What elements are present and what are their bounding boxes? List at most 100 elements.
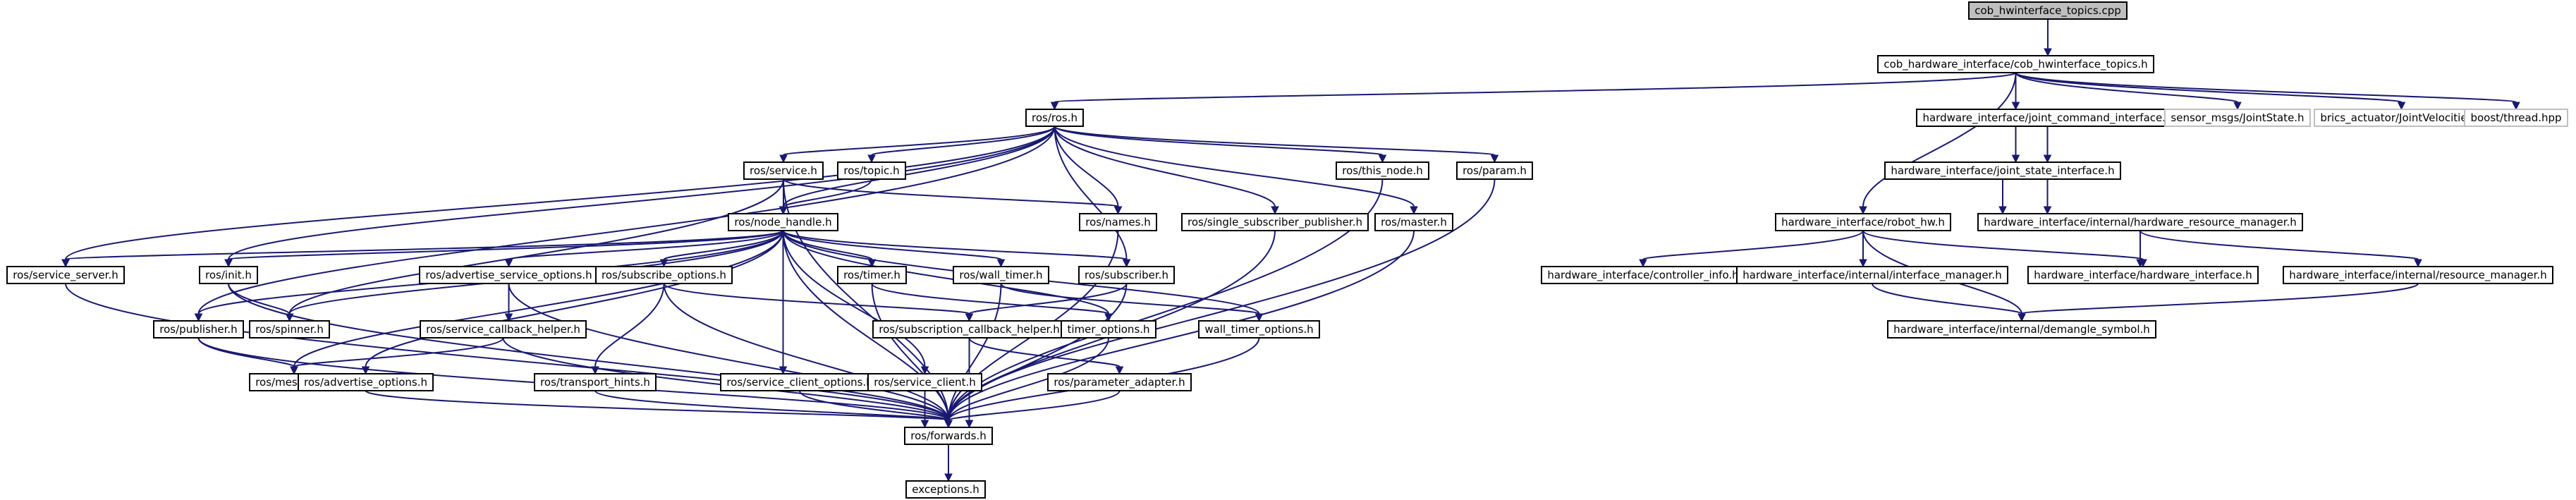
edge-line — [2015, 72, 2517, 103]
edge-line — [2015, 72, 2403, 103]
edge-nodeh-to-timeropt — [782, 230, 1113, 322]
node-label-sch: ros/service_callback_helper.h — [426, 323, 580, 336]
edge-line — [594, 390, 949, 421]
node-box-sclient — [867, 373, 982, 391]
node-box-resmgr — [2283, 266, 2553, 284]
arrow-head — [1122, 259, 1131, 268]
arrow-head — [2044, 48, 2052, 57]
edge-line — [1642, 230, 1864, 260]
node-box-forwards — [904, 427, 993, 445]
arrow-head — [1998, 206, 2007, 215]
edge-robothw-to-hwif — [1862, 230, 2147, 268]
edge-line — [871, 283, 949, 421]
node-hwif: hardware_interface/hardware_interface.h — [2027, 266, 2259, 284]
arrow-head — [965, 420, 974, 429]
node-box-wto — [1198, 320, 1320, 339]
edge-line — [65, 126, 1056, 260]
edge-line — [2015, 72, 2238, 103]
node-advopt: ros/advertise_options.h — [298, 373, 434, 391]
node-subopt: ros/subscribe_options.h — [595, 266, 733, 284]
node-box-sch — [420, 320, 587, 339]
node-label-advopt: ros/advertise_options.h — [304, 376, 427, 389]
node-label-hwif: hardware_interface/hardware_interface.h — [2034, 269, 2252, 282]
edge-rosh-to-names — [1054, 126, 1123, 215]
node-box-timeropt — [1061, 320, 1156, 339]
edge-line — [228, 283, 949, 421]
node-demangle: hardware_interface/internal/demangle_sym… — [1887, 320, 2156, 339]
edge-rosh-to-service — [779, 126, 1056, 164]
arrow-head — [779, 206, 788, 215]
arrow-head — [2512, 102, 2520, 111]
node-ssp: ros/single_subscriber_publisher.h — [1181, 213, 1369, 231]
edge-line — [228, 283, 291, 315]
node-label-ssp: ros/single_subscriber_publisher.h — [1188, 216, 1362, 229]
node-box-aso — [419, 266, 599, 284]
node-publisher: ros/publisher.h — [153, 320, 244, 339]
node-label-srvserver: ros/service_server.h — [13, 269, 118, 282]
node-service: ros/service.h — [743, 161, 824, 180]
edge-line — [968, 283, 1128, 315]
arrow-head — [867, 154, 876, 164]
node-ifmgr: hardware_interface/internal/interface_ma… — [1736, 266, 2008, 284]
node-label-robothw: hardware_interface/robot_hw.h — [1781, 216, 1945, 229]
node-box-ifmgr — [1736, 266, 2008, 284]
arrow-head — [290, 366, 298, 375]
node-box-spinner — [249, 320, 330, 339]
arrow-head — [361, 366, 370, 375]
node-label-master: ros/master.h — [1381, 216, 1447, 228]
node-label-timeropt: timer_options.h — [1067, 323, 1149, 336]
node-label-thisnode: ros/this_node.h — [1342, 164, 1422, 178]
edge-line — [65, 283, 949, 421]
node-box-publisher — [153, 320, 244, 339]
edge-line — [65, 230, 784, 260]
edge-root-to-cobh — [2044, 18, 2052, 57]
arrow-head — [944, 420, 953, 429]
arrow-head — [1859, 259, 1867, 268]
node-box-subscriber — [1078, 266, 1175, 284]
node-boost: boost/thread.hpp — [2464, 109, 2568, 127]
node-box-walltimer — [953, 266, 1049, 284]
edge-subopt-to-subcb — [663, 283, 974, 322]
edge-nodeh-to-walltimer — [782, 230, 1006, 268]
edge-line — [782, 230, 926, 367]
edge-line — [968, 337, 1121, 367]
arrow-head — [1050, 102, 1059, 111]
node-box-hrm — [1977, 213, 2303, 231]
node-resmgr: hardware_interface/internal/resource_man… — [2283, 266, 2553, 284]
edge-subscriber-to-subcb — [965, 283, 1128, 322]
edge-topic-to-nodeh — [779, 178, 872, 215]
node-label-timer: ros/timer.h — [843, 269, 901, 281]
node-box-names — [1079, 213, 1157, 231]
arrow-head — [920, 420, 929, 429]
edge-line — [197, 126, 1056, 315]
node-label-service: ros/service.h — [750, 164, 817, 177]
node-box-root — [1968, 1, 2128, 20]
edge-forwards-to-exceptions — [944, 444, 953, 482]
edge-line — [1054, 72, 2017, 103]
arrow-head — [1113, 206, 1123, 215]
edge-line — [508, 230, 784, 260]
node-label-sco: ros/service_client_options.h — [726, 376, 872, 389]
node-aso: ros/advertise_service_options.h — [419, 266, 599, 284]
edge-service-to-names — [783, 178, 1123, 215]
edge-line — [799, 390, 949, 421]
node-label-subcb: ros/subscription_callback_helper.h — [879, 323, 1060, 336]
edge-line — [948, 337, 1109, 421]
node-root: cob_hwinterface_topics.cpp — [1968, 1, 2128, 20]
node-label-wto: wall_timer_options.h — [1204, 323, 1313, 336]
edge-line — [228, 126, 1056, 260]
edge-line — [663, 283, 949, 421]
arrow-head — [996, 259, 1006, 268]
node-label-subopt: ros/subscribe_options.h — [602, 269, 726, 282]
edge-cobh-to-boost — [2015, 72, 2520, 111]
node-label-brics: brics_actuator/JointVelocities.h — [2320, 111, 2482, 125]
edge-rosh-to-topic — [867, 126, 1056, 164]
edge-line — [1054, 126, 1276, 207]
node-init: ros/init.h — [199, 266, 258, 284]
edge-sch-to-message — [290, 337, 504, 375]
node-box-ctrlinfo — [1541, 266, 1745, 284]
node-box-boost — [2464, 109, 2568, 127]
arrow-head — [1410, 206, 1418, 215]
edge-nodeh-to-message — [290, 230, 784, 375]
node-box-exceptions — [905, 480, 986, 499]
